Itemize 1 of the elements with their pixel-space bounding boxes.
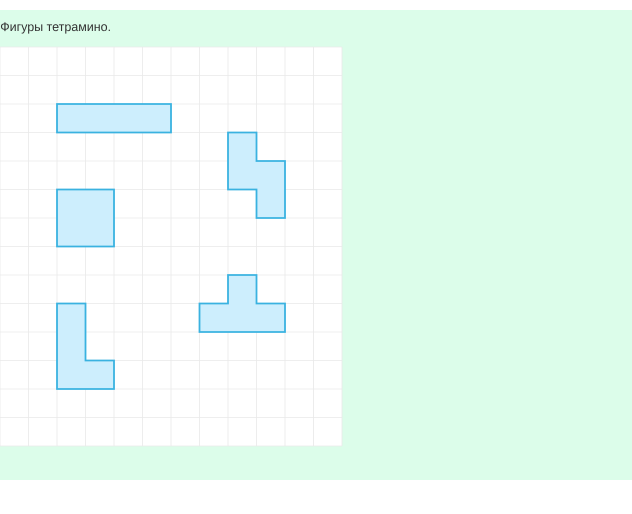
- diagram-title: Фигуры тетрамино.: [0, 22, 110, 34]
